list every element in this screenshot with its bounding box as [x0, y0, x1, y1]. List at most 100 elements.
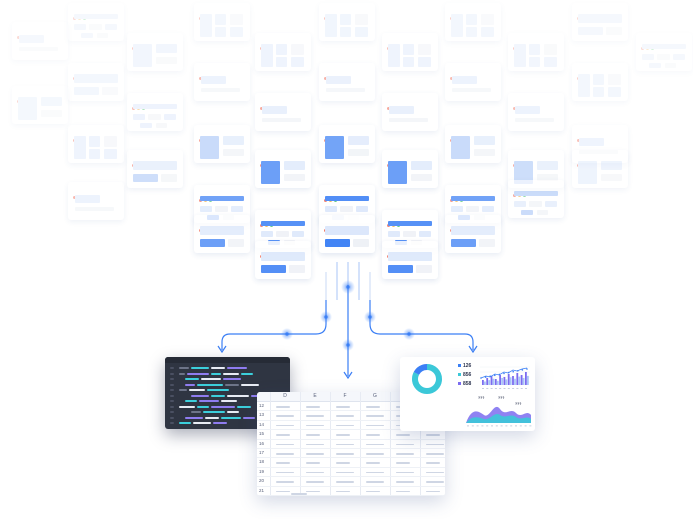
axis-tick	[481, 425, 484, 427]
window-content-block	[73, 86, 99, 95]
code-token	[179, 405, 195, 408]
window-content-block	[260, 220, 306, 227]
table-cell[interactable]	[396, 443, 414, 446]
table-cell[interactable]	[276, 434, 290, 436]
code-token	[187, 372, 209, 375]
table-cell[interactable]	[306, 481, 324, 483]
window-content-block	[451, 87, 491, 93]
table-cell[interactable]	[276, 406, 290, 408]
table-cell[interactable]	[306, 434, 320, 436]
window-content-block	[261, 106, 287, 114]
table-cell[interactable]	[276, 424, 294, 427]
table-cell[interactable]	[306, 453, 324, 455]
bar-mark	[522, 378, 525, 385]
table-cell[interactable]	[366, 406, 380, 408]
table-cell[interactable]	[336, 406, 350, 408]
table-cell[interactable]	[396, 453, 414, 455]
horizontal-scrollbar[interactable]	[291, 493, 307, 495]
window-controls	[577, 154, 592, 167]
column-header: E	[313, 393, 317, 399]
table-cell[interactable]	[396, 481, 414, 483]
window-content-block	[290, 57, 305, 68]
legend-swatch	[458, 364, 461, 368]
grid-line	[257, 495, 445, 496]
table-cell[interactable]	[306, 406, 320, 408]
window-content-block	[276, 57, 288, 68]
table-cell[interactable]	[396, 490, 410, 493]
window-content-block	[450, 14, 463, 38]
axis-tick	[519, 425, 522, 427]
table-cell[interactable]	[276, 471, 294, 474]
window-content-block	[514, 117, 554, 123]
table-cell[interactable]	[396, 471, 414, 474]
code-token	[251, 394, 261, 397]
table-cell[interactable]	[366, 453, 384, 455]
table-cell[interactable]	[336, 490, 350, 493]
table-cell[interactable]	[276, 490, 290, 493]
table-cell[interactable]	[276, 453, 294, 455]
table-cell[interactable]	[336, 481, 354, 483]
browser-window-icon	[572, 125, 628, 163]
table-cell[interactable]	[306, 462, 320, 464]
window-content-block	[73, 23, 86, 30]
table-cell[interactable]	[426, 453, 444, 455]
browser-window-icon	[194, 63, 250, 101]
window-content-block	[284, 161, 306, 170]
table-cell[interactable]	[426, 471, 444, 474]
window-content-block	[132, 44, 153, 68]
axis-tick	[494, 388, 497, 389]
table-cell[interactable]	[336, 471, 354, 474]
table-cell[interactable]	[366, 481, 384, 483]
table-cell[interactable]	[366, 471, 384, 474]
window-content-block	[199, 195, 245, 202]
editor-titlebar	[165, 357, 290, 363]
window-content-block	[101, 86, 119, 95]
table-cell[interactable]	[366, 490, 380, 493]
bar-mark	[527, 375, 529, 385]
table-cell[interactable]	[276, 481, 294, 483]
table-cell[interactable]	[366, 462, 380, 464]
browser-window-icon	[255, 33, 311, 71]
table-cell[interactable]	[396, 462, 410, 464]
table-cell[interactable]	[276, 415, 294, 417]
table-cell[interactable]	[366, 424, 384, 427]
table-cell[interactable]	[306, 471, 324, 474]
table-cell[interactable]	[336, 434, 350, 436]
table-cell[interactable]	[426, 490, 440, 493]
window-content-block	[417, 57, 432, 68]
bar-mark	[501, 378, 503, 385]
table-cell[interactable]	[306, 424, 324, 427]
window-content-block	[89, 149, 101, 160]
table-cell[interactable]	[276, 462, 290, 464]
axis-tick	[499, 388, 502, 389]
table-cell[interactable]	[426, 434, 440, 436]
table-cell[interactable]	[396, 434, 410, 436]
window-content-block	[229, 27, 244, 38]
table-cell[interactable]	[336, 453, 354, 455]
browser-window-icon	[319, 3, 375, 41]
window-content-block	[415, 264, 433, 273]
window-content-block	[18, 46, 58, 52]
table-cell[interactable]	[336, 443, 354, 446]
window-content-block	[340, 14, 352, 26]
table-cell[interactable]	[276, 443, 294, 446]
code-token	[241, 383, 259, 386]
table-cell[interactable]	[366, 415, 384, 417]
window-content-block	[340, 27, 352, 38]
window-content-block	[387, 264, 413, 273]
table-cell[interactable]	[426, 481, 444, 483]
code-token	[199, 400, 219, 402]
table-cell[interactable]	[366, 434, 380, 436]
window-content-block	[290, 44, 305, 56]
table-cell[interactable]	[426, 443, 444, 446]
table-cell[interactable]	[426, 462, 440, 464]
table-cell[interactable]	[336, 424, 354, 427]
window-content-block	[466, 205, 479, 212]
table-cell[interactable]	[336, 462, 350, 464]
table-cell[interactable]	[366, 443, 384, 446]
table-cell[interactable]	[306, 443, 324, 446]
table-cell[interactable]	[306, 490, 320, 493]
table-cell[interactable]	[336, 415, 354, 417]
table-cell[interactable]	[306, 415, 324, 417]
right-arrow-line	[369, 300, 474, 350]
